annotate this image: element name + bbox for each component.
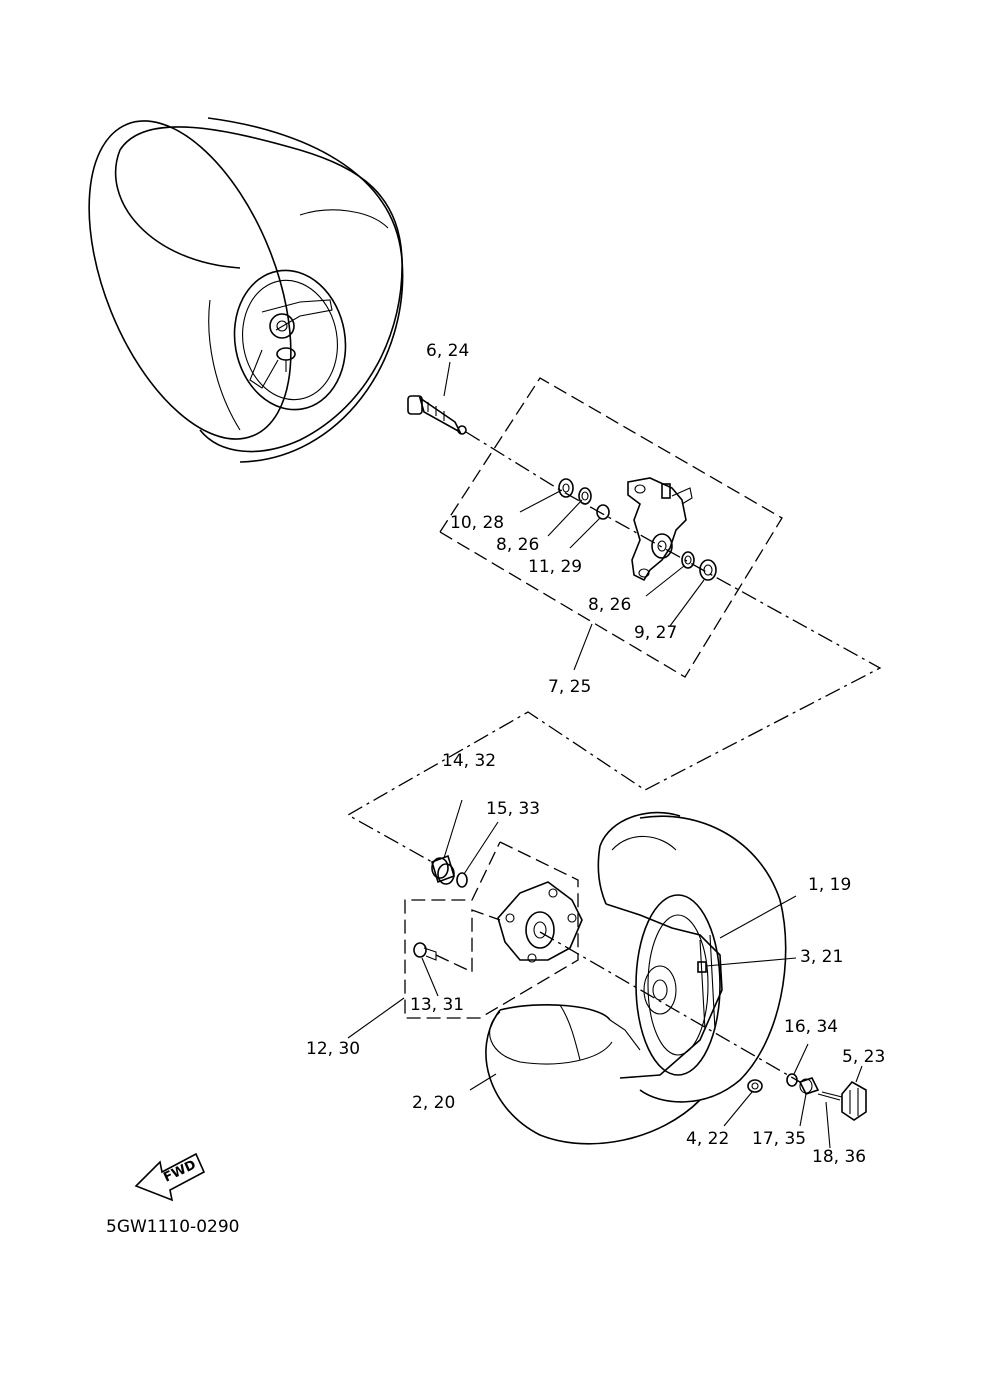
knuckle-group-outline	[439, 377, 783, 678]
callout-10-28: 10, 28	[450, 513, 504, 533]
axle-centerline	[346, 431, 882, 863]
hub-bolt	[413, 909, 501, 974]
fwd-arrow-icon: FWD	[134, 1152, 206, 1202]
rim-outer-half	[597, 811, 787, 1103]
callout-17-35: 17, 35	[752, 1129, 806, 1149]
rim-inner-half	[485, 1004, 701, 1145]
callout-labels: 6, 24 10, 28 8, 26 11, 29 8, 26 9, 27 7,…	[306, 341, 885, 1167]
callout-8-26-a: 8, 26	[496, 535, 539, 555]
seal-9-27	[699, 559, 717, 581]
callout-15-33: 15, 33	[486, 799, 540, 819]
hub-cap	[841, 1080, 867, 1121]
hub-group-outline	[404, 841, 579, 1019]
callout-4-22: 4, 22	[686, 1129, 729, 1149]
bearing-8-26-a	[578, 487, 592, 505]
callout-1-19: 1, 19	[808, 875, 851, 895]
valve-stem	[697, 961, 707, 973]
spacer-11-29	[596, 504, 610, 520]
washer-16-34	[786, 1073, 798, 1087]
cotter-pin	[817, 1091, 843, 1101]
oring-15-33	[456, 872, 468, 888]
wheel-hub	[497, 881, 583, 963]
callout-12-30: 12, 30	[306, 1039, 360, 1059]
bearing-8-26-b	[681, 551, 695, 569]
collar-14-32	[431, 854, 455, 885]
front-axle-part	[407, 395, 467, 435]
callout-5-23: 5, 23	[842, 1047, 885, 1067]
diagram-code: 5GW1110-0290	[106, 1217, 239, 1237]
callout-9-27: 9, 27	[634, 623, 677, 643]
callout-3-21: 3, 21	[800, 947, 843, 967]
callout-14-32: 14, 32	[442, 751, 496, 771]
callout-7-25: 7, 25	[548, 677, 591, 697]
seal-10-28	[558, 478, 574, 498]
castle-nut	[798, 1077, 820, 1095]
callout-18-36: 18, 36	[812, 1147, 866, 1167]
hub-centerline	[539, 931, 801, 1083]
callout-6-24: 6, 24	[426, 341, 469, 361]
callout-2-20: 2, 20	[412, 1093, 455, 1113]
callout-16-34: 16, 34	[784, 1017, 838, 1037]
wheel-nut	[747, 1079, 763, 1093]
callout-13-31: 13, 31	[410, 995, 464, 1015]
leader-lines	[347, 361, 863, 1149]
callout-8-26-b: 8, 26	[588, 595, 631, 615]
steering-knuckle	[627, 477, 693, 582]
callout-11-29: 11, 29	[528, 557, 582, 577]
assembled-wheel	[88, 117, 404, 463]
